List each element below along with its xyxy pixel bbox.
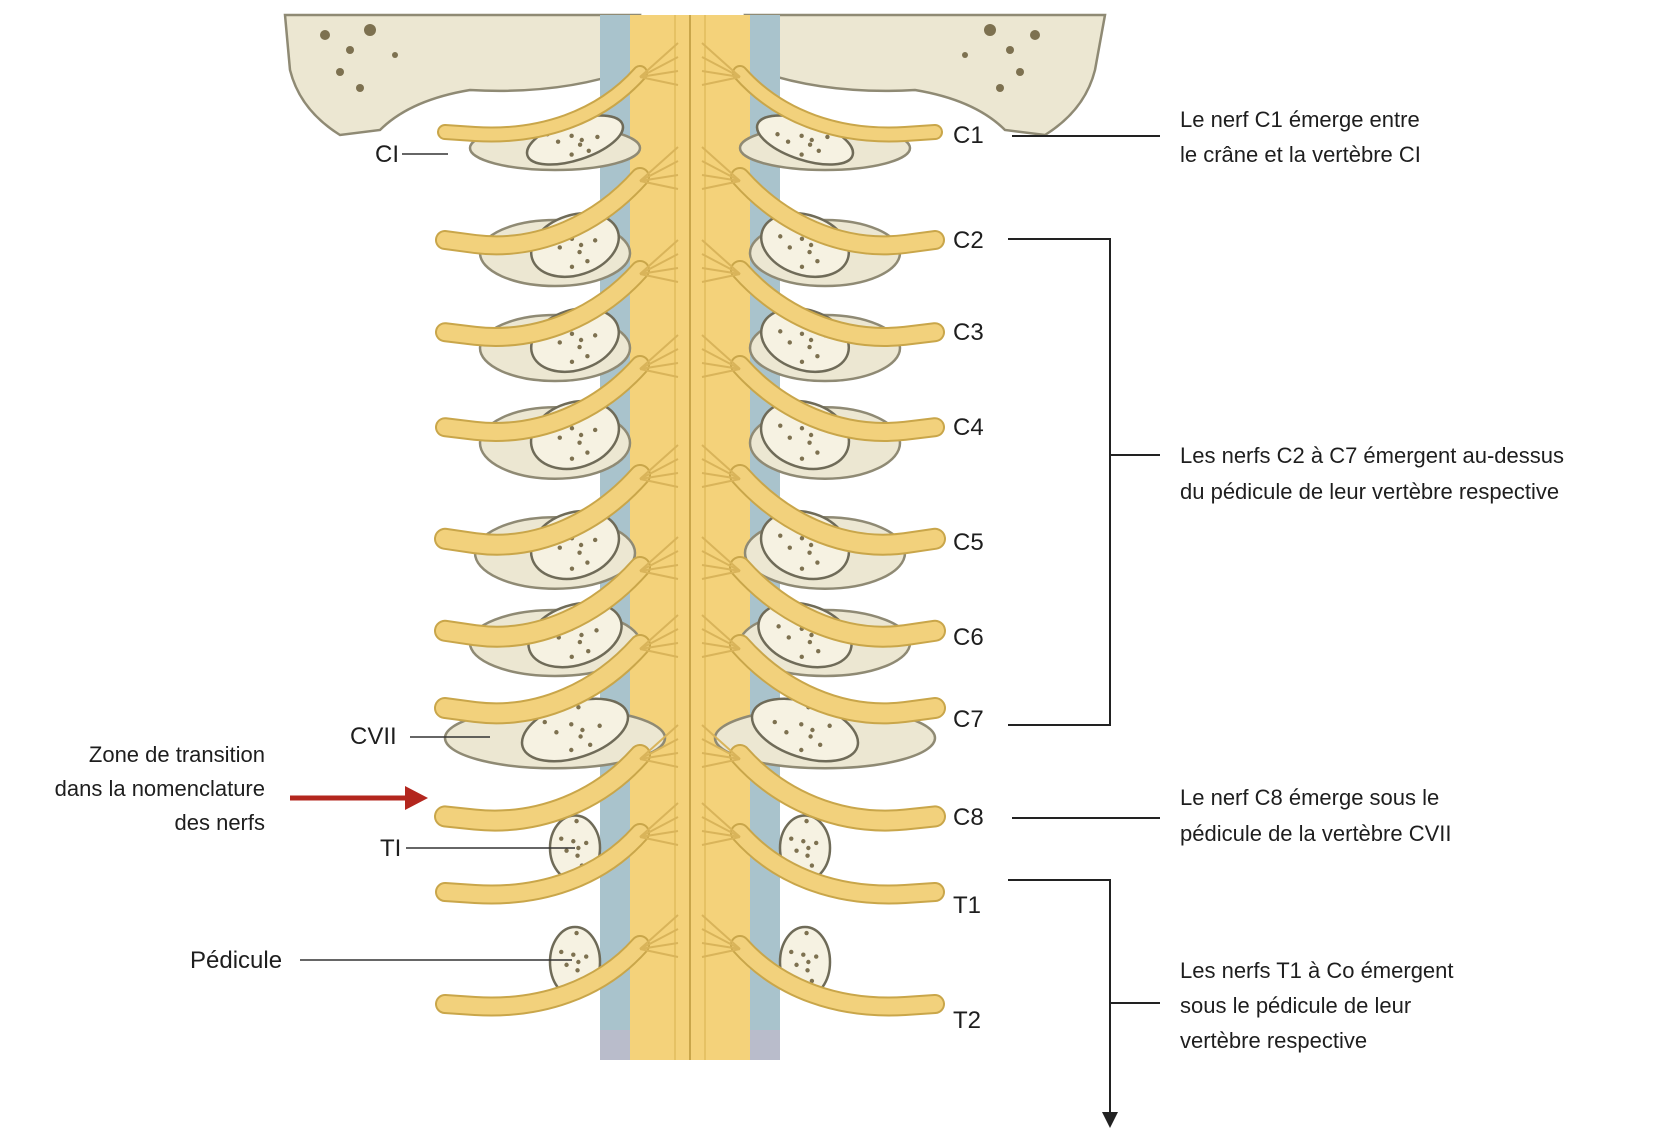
annotation-t1-co-line1: Les nerfs T1 à Co émergent	[1180, 958, 1454, 983]
annotation-c1-line1: Le nerf C1 émerge entre	[1180, 107, 1420, 132]
annotation-c2-c7-line2: du pédicule de leur vertèbre respective	[1180, 479, 1559, 504]
transition-note-line3: des nerfs	[175, 810, 266, 835]
transition-note: Zone de transition dans la nomenclature …	[55, 742, 428, 835]
annotation-c1-line2: le crâne et la vertèbre CI	[1180, 142, 1421, 167]
transition-note-line1: Zone de transition	[89, 742, 265, 767]
label-vertebra-c7: CVII	[350, 723, 397, 750]
label-nerve-c5: C5	[953, 529, 984, 556]
label-nerve-c2: C2	[953, 227, 984, 254]
c2-c7-bracket	[1008, 239, 1110, 725]
annotation-t1-co-line2: sous le pédicule de leur	[1180, 993, 1411, 1018]
t1-co-bracket	[1008, 880, 1110, 1112]
transition-note-line2: dans la nomenclature	[55, 776, 265, 801]
label-vertebra-t1: TI	[380, 835, 401, 862]
transition-arrow-icon	[290, 786, 428, 810]
label-nerve-c3: C3	[953, 319, 984, 346]
label-nerve-t2: T2	[953, 1007, 981, 1034]
annotations: Le nerf C1 émerge entre le crâne et la v…	[1180, 107, 1564, 1053]
label-vertebra-c1: CI	[375, 141, 399, 168]
annotation-t1-co-line3: vertèbre respective	[1180, 1028, 1367, 1053]
annotation-c2-c7-line1: Les nerfs C2 à C7 émergent au-dessus	[1180, 443, 1564, 468]
annotation-c8-line2: pédicule de la vertèbre CVII	[1180, 821, 1452, 846]
nerve-labels: C1 C2 C3 C4 C5 C6 C7 C8 T1 T2	[953, 122, 984, 1034]
label-nerve-c1: C1	[953, 122, 984, 149]
label-nerve-c4: C4	[953, 414, 984, 441]
annotation-c8-line1: Le nerf C8 émerge sous le	[1180, 785, 1439, 810]
label-nerve-t1: T1	[953, 892, 981, 919]
label-nerve-c8: C8	[953, 804, 984, 831]
annotation-brackets	[1008, 136, 1160, 1128]
label-nerve-c7: C7	[953, 706, 984, 733]
label-nerve-c6: C6	[953, 624, 984, 651]
label-pedicle: Pédicule	[190, 947, 282, 974]
t1-co-arrow-icon	[1102, 1112, 1118, 1128]
